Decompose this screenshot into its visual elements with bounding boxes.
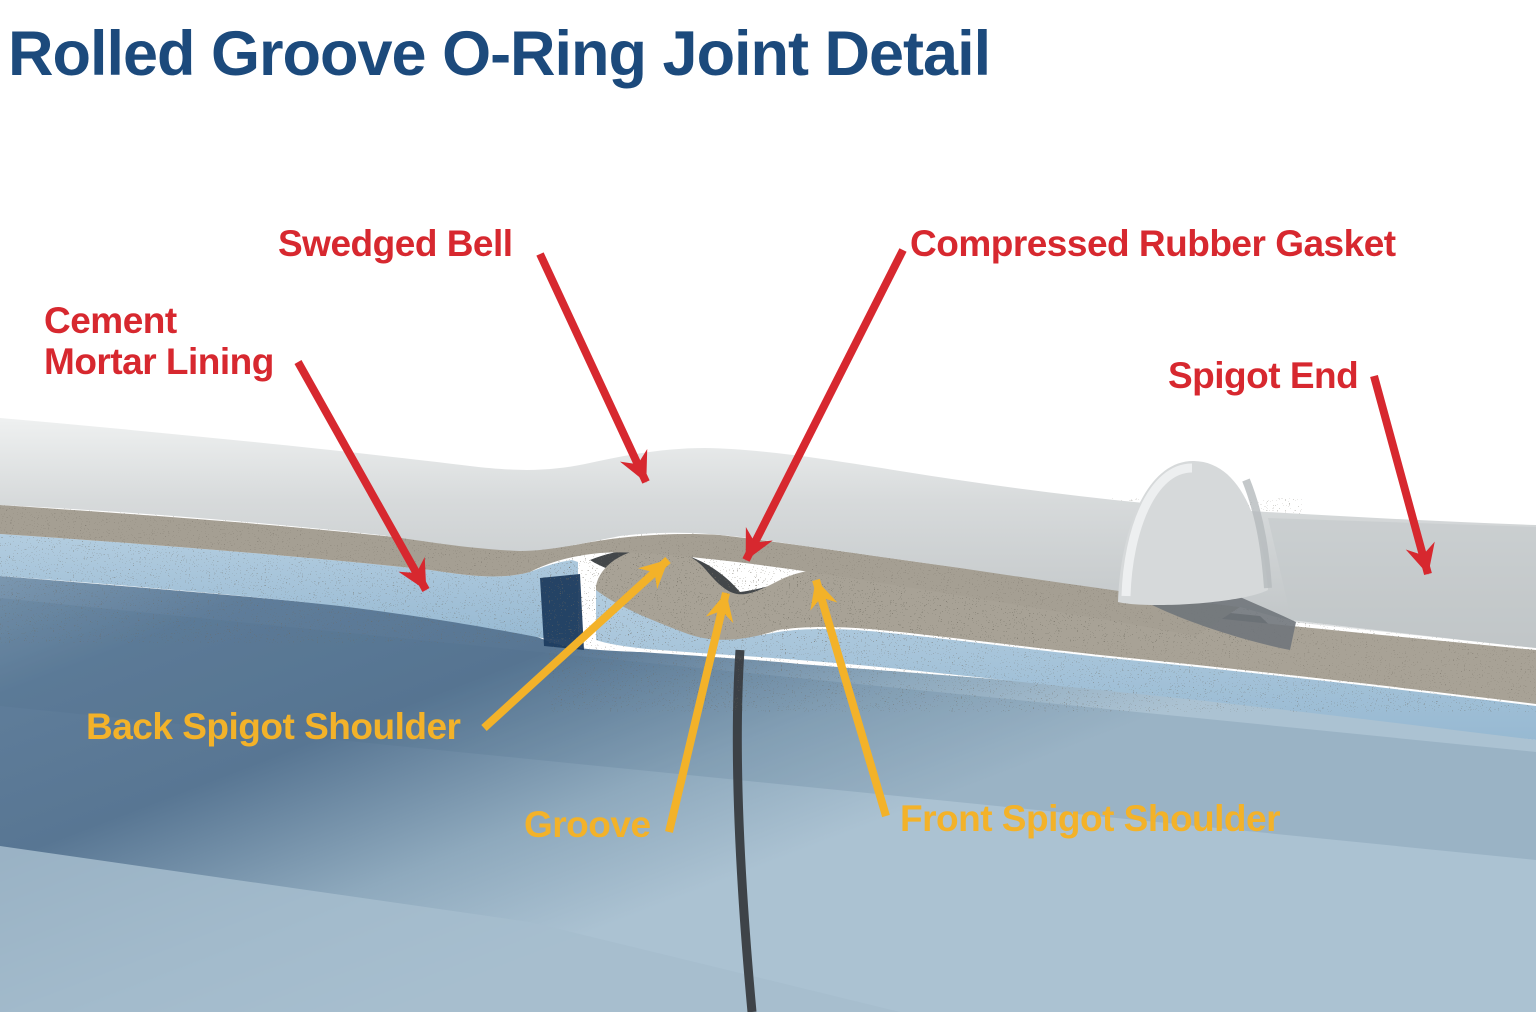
back-spigot-shoulder-arrow [481, 557, 671, 731]
bell-lip-shade-edge [1242, 478, 1272, 589]
bell-lip [1118, 460, 1268, 605]
bell-lip-highlight [1121, 463, 1193, 597]
groove-arrow [665, 592, 734, 833]
swedged-bell-arrow [536, 252, 650, 484]
label-spigot-end: Spigot End [1168, 355, 1359, 396]
face-mid-shade [0, 598, 1536, 860]
face-light-band [0, 846, 900, 1012]
label-cement-mortar-lining-line1: Cement [44, 300, 177, 341]
label-groove: Groove [524, 804, 651, 845]
label-swedged-bell: Swedged Bell [278, 223, 513, 264]
lining-strip-right [596, 588, 1536, 740]
spigot-end-arrow [1370, 374, 1435, 576]
label-back-spigot-shoulder: Back Spigot Shoulder [86, 706, 461, 747]
bell-lining-end-shadow [540, 574, 584, 650]
spigot-surface-tint [1268, 518, 1536, 648]
label-cement-mortar-lining: Cement Mortar Lining [44, 300, 274, 383]
lining-strip-left [0, 534, 578, 640]
cement-mortar-lining-arrow [294, 360, 430, 592]
compressed-rubber-gasket-arrow [742, 248, 907, 562]
label-cement-mortar-lining-line2: Mortar Lining [44, 341, 274, 383]
page-title: Rolled Groove O-Ring Joint Detail [8, 19, 991, 89]
joint-gap-line [732, 649, 757, 1012]
label-compressed-rubber-gasket: Compressed Rubber Gasket [910, 223, 1396, 264]
front-spigot-shoulder-arrow [810, 578, 890, 818]
bell-coating-band [0, 505, 1240, 636]
label-front-spigot-shoulder: Front Spigot Shoulder [900, 798, 1281, 839]
